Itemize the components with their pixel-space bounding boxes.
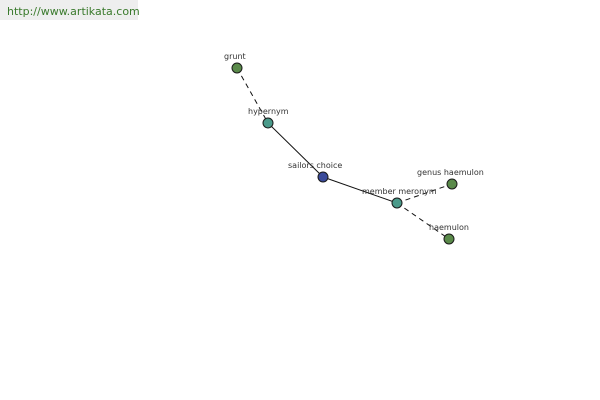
node-grunt[interactable] (231, 62, 243, 74)
edge-sailors-choice-to-member-meronym (322, 176, 398, 204)
edge-member-meronym-to-genus-haemulon (396, 183, 453, 204)
site-url-banner[interactable]: http://www.artikata.com (0, 0, 140, 20)
node-haemulon[interactable] (443, 233, 455, 245)
site-url-link[interactable]: http://www.artikata.com (7, 5, 140, 18)
node-label-member-meronym[interactable]: member meronym (362, 187, 437, 196)
node-label-sailors-choice[interactable]: sailors choice (288, 161, 342, 170)
node-label-haemulon[interactable]: haemulon (429, 223, 469, 232)
node-sailors-choice[interactable] (317, 171, 329, 183)
node-label-hypernym[interactable]: hypernym (248, 107, 289, 116)
edge-grunt-to-hypernym (236, 67, 269, 124)
node-label-grunt[interactable]: grunt (224, 52, 246, 61)
graph-edges (236, 67, 453, 240)
node-genus-haemulon[interactable] (446, 178, 458, 190)
graph-nodes (231, 62, 458, 245)
node-member-meronym[interactable] (391, 197, 403, 209)
node-hypernym[interactable] (262, 117, 274, 129)
edge-hypernym-to-sailors-choice (267, 122, 324, 178)
node-label-genus-haemulon[interactable]: genus haemulon (417, 168, 484, 177)
edge-member-meronym-to-haemulon (396, 202, 450, 240)
graph-labels: grunt hypernym sailors choice member merony… (224, 52, 484, 232)
